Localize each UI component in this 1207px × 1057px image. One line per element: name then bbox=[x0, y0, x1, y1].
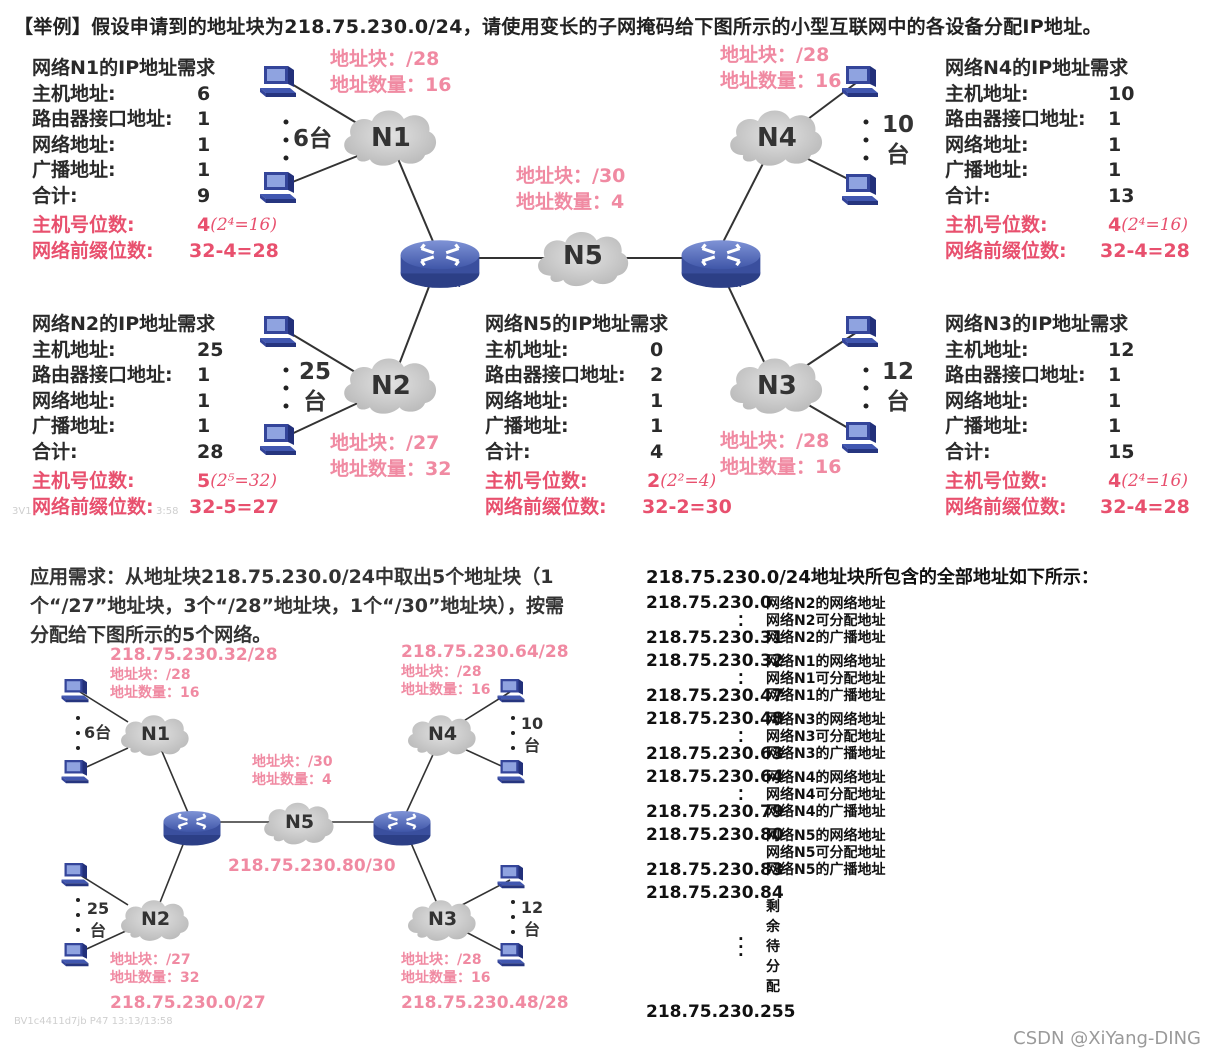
small-cloud-n4: N4 bbox=[428, 723, 458, 745]
address-row-num: 218.75.230.80 bbox=[646, 825, 784, 845]
address-row-desc: 网络N5的广播地址 bbox=[766, 862, 886, 878]
address-row-desc: 网络N3的网络地址 bbox=[766, 712, 886, 728]
n3-requirements: 网络N3的IP地址需求 主机地址:12 路由器接口地址:1 网络地址:1 广播地… bbox=[945, 313, 1190, 518]
n1-requirements: 网络N1的IP地址需求 主机地址:6 路由器接口地址:1 网络地址:1 广播地址… bbox=[32, 57, 279, 262]
address-row-desc: 网络N4可分配地址 bbox=[766, 787, 886, 803]
address-row-num: 218.75.230.47 bbox=[646, 686, 784, 706]
small-n1-address: 218.75.230.32/28 bbox=[110, 645, 278, 665]
address-row-num: 218.75.230.31 bbox=[646, 628, 784, 648]
application-requirement: 应用需求：从地址块218.75.230.0/24中取出5个地址块（1个“/27”… bbox=[30, 566, 565, 646]
small-cloud-n2: N2 bbox=[141, 908, 171, 930]
cloud-n4-label: N4 bbox=[757, 123, 797, 153]
address-row-desc: 网络N5的网络地址 bbox=[766, 828, 886, 844]
ellipsis-dots: ·· bbox=[738, 724, 744, 750]
small-n1-host-count: 6台 bbox=[84, 723, 112, 742]
address-row-num: 218.75.230.79 bbox=[646, 802, 784, 822]
page-title: 【举例】假设申请到的地址块为218.75.230.0/24，请使用变长的子网掩码… bbox=[14, 16, 1102, 38]
address-row-desc: 网络N3可分配地址 bbox=[766, 729, 886, 745]
router-label-small-left: ROUTER bbox=[181, 838, 209, 845]
small-n2-address: 218.75.230.0/27 bbox=[110, 993, 266, 1013]
ellipsis-dots: ·· bbox=[738, 782, 744, 808]
address-row-desc: 网络N2可分配地址 bbox=[766, 613, 886, 629]
watermark-top: 3V1 bbox=[12, 506, 32, 517]
address-row-num: 218.75.230.0 bbox=[646, 593, 772, 613]
small-n3-address: 218.75.230.48/28 bbox=[401, 993, 569, 1013]
watermark-bottom: BV1c4411d7jb P47 13:13/13:58 bbox=[14, 1016, 173, 1027]
address-row-num: 218.75.230.63 bbox=[646, 744, 784, 764]
small-cloud-n5: N5 bbox=[285, 811, 315, 833]
ellipsis-dots: ··· bbox=[738, 930, 744, 964]
ellipsis-dots: ·· bbox=[738, 608, 744, 634]
address-row-desc: 网络N2的广播地址 bbox=[766, 630, 886, 646]
cloud-n3-label: N3 bbox=[757, 371, 797, 401]
address-row-desc: 网络N1的网络地址 bbox=[766, 654, 886, 670]
address-row-desc: 网络N1的广播地址 bbox=[766, 688, 886, 704]
address-list-title: 218.75.230.0/24地址块所包含的全部地址如下所示： bbox=[646, 567, 1099, 588]
small-n5-address: 218.75.230.80/30 bbox=[228, 856, 396, 876]
address-row-desc: 网络N5可分配地址 bbox=[766, 845, 886, 861]
csdn-credit: CSDN @XiYang-DING bbox=[1013, 1028, 1201, 1049]
address-row-num: 218.75.230.64 bbox=[646, 767, 784, 787]
address-row-num: 218.75.230.32 bbox=[646, 651, 784, 671]
cloud-n5-label: N5 bbox=[563, 241, 603, 271]
watermark-top-time: 3:58 bbox=[156, 506, 179, 517]
address-row-desc: 网络N1可分配地址 bbox=[766, 671, 886, 687]
address-row-desc: 网络N3的广播地址 bbox=[766, 746, 886, 762]
router-label-small-right: ROUTER bbox=[391, 838, 419, 845]
ellipsis-dots: ·· bbox=[738, 666, 744, 692]
n5-requirements: 网络N5的IP地址需求 主机地址:0 路由器接口地址:2 网络地址:1 广播地址… bbox=[485, 313, 732, 518]
address-row-desc: 网络N4的网络地址 bbox=[766, 770, 886, 786]
address-row-desc: 网络N4的广播地址 bbox=[766, 804, 886, 820]
address-row-num: 218.75.230.83 bbox=[646, 860, 784, 880]
n2-requirements: 网络N2的IP地址需求 主机地址:25 路由器接口地址:1 网络地址:1 广播地… bbox=[32, 313, 279, 518]
n4-requirements: 网络N4的IP地址需求 主机地址:10 路由器接口地址:1 网络地址:1 广播地… bbox=[945, 57, 1190, 262]
small-cloud-n3: N3 bbox=[428, 908, 458, 930]
cloud-n2-label: N2 bbox=[371, 371, 411, 401]
n1-host-count: 6台 bbox=[293, 126, 333, 152]
router-label-right: ROUTER bbox=[705, 280, 742, 289]
address-after: 218.75.230.84 bbox=[646, 883, 784, 903]
address-row-desc: 网络N2的网络地址 bbox=[766, 596, 886, 612]
small-n4-address: 218.75.230.64/28 bbox=[401, 642, 569, 662]
address-row-num: 218.75.230.48 bbox=[646, 709, 784, 729]
address-last: 218.75.230.255 bbox=[646, 1002, 796, 1022]
remaining-label: 剩余待分配 bbox=[766, 899, 780, 995]
cloud-n1-label: N1 bbox=[371, 123, 411, 153]
router-label-left: ROUTER bbox=[424, 280, 461, 289]
small-cloud-n1: N1 bbox=[141, 723, 171, 745]
